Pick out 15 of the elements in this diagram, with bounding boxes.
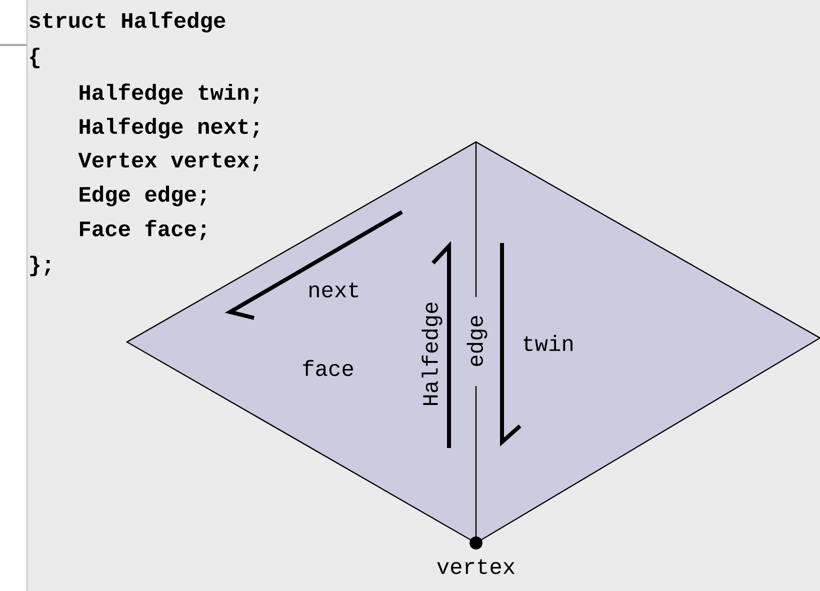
face-label: face <box>303 360 353 376</box>
code-line: Halfedge next; <box>80 118 258 138</box>
code-line: struct Halfedge <box>30 12 226 32</box>
next-label: next <box>310 282 358 298</box>
code-line: Vertex vertex; <box>78 152 258 172</box>
code-line: }; <box>30 256 50 276</box>
code-line: Edge edge; <box>80 186 206 206</box>
edge-text: edge <box>466 316 488 366</box>
code-line: { <box>30 48 40 68</box>
twin-label: twin <box>524 334 572 352</box>
code-line: Halfedge twin; <box>80 84 258 104</box>
code-line: Face face; <box>80 220 206 240</box>
halfedge-label: Halfedge <box>422 302 442 406</box>
vertex-label: vertex <box>437 559 515 574</box>
vertex-dot <box>470 536 482 550</box>
